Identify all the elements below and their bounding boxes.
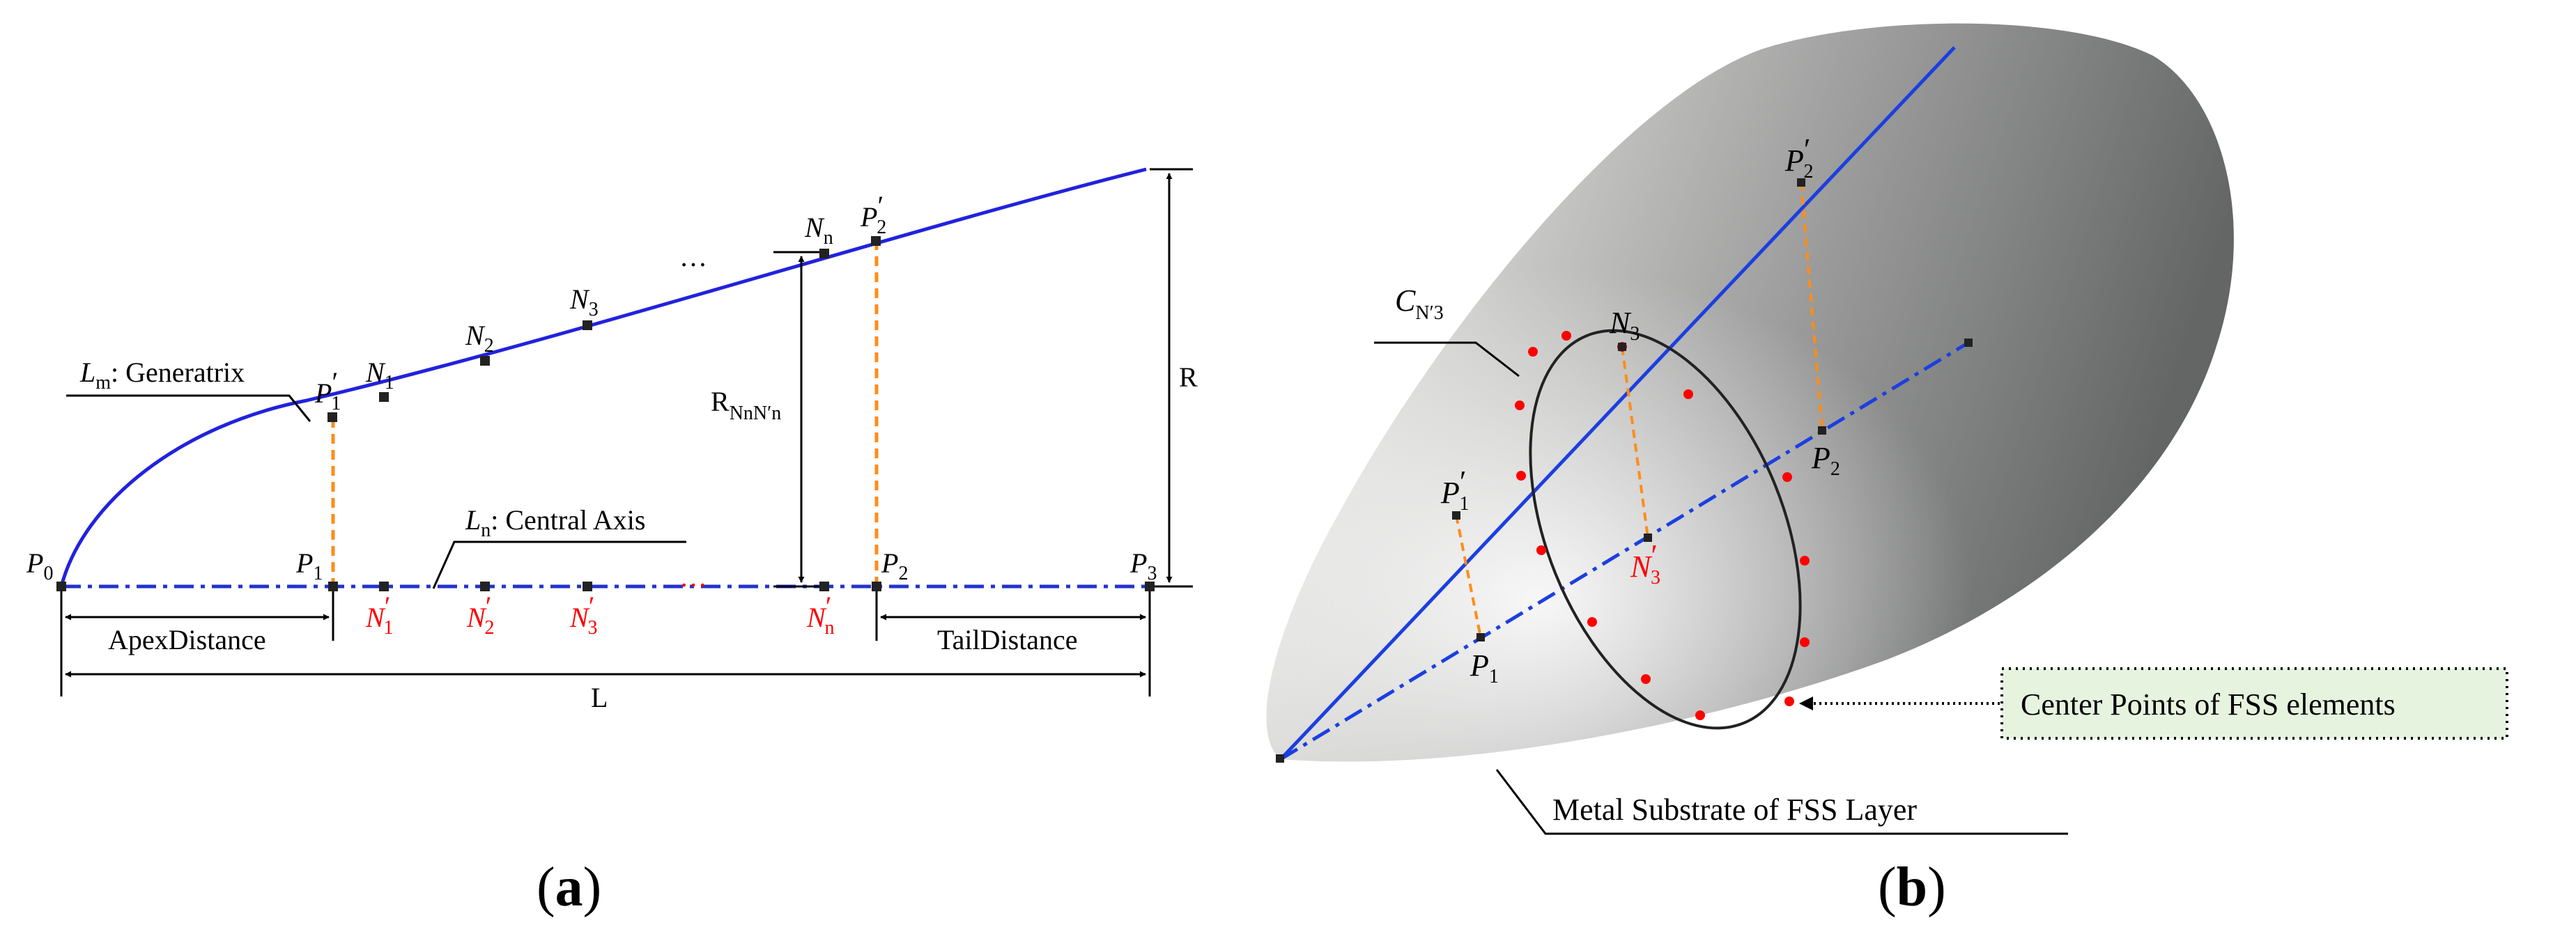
label-nn: Nn xyxy=(804,212,833,249)
circle-leader xyxy=(1374,341,1520,378)
fss-dot xyxy=(1561,331,1571,341)
panel-b: N3 N′3 P′1 P1 P′2 P2 CN′3 Center Points … xyxy=(1266,23,2508,918)
label-p3: P3 xyxy=(1129,547,1157,584)
label-b-n3-prime: N′3 xyxy=(1630,538,1660,589)
label-b-p1: P1 xyxy=(1470,648,1499,687)
rnn-label: RNnN′n xyxy=(711,386,781,424)
marker-p1-prime xyxy=(327,412,337,422)
label-n1-prime: N′1 xyxy=(365,591,393,639)
generatrix-curve xyxy=(59,167,1147,587)
b-projection-n3 xyxy=(1621,346,1649,538)
marker-b-p2-prime xyxy=(1797,178,1805,187)
panel-a: R RNnN′n ApexDistance TailDistance L Lm:… xyxy=(26,167,1198,918)
fss-dot xyxy=(1683,389,1693,399)
label-n2: N2 xyxy=(465,320,494,357)
cone-generatrix-line xyxy=(1279,46,1956,761)
cone-highlight xyxy=(1266,23,2234,762)
marker-b-p1 xyxy=(1476,633,1485,641)
label-p0: P0 xyxy=(26,547,53,584)
fss-circle-c-n3 xyxy=(1529,329,1802,730)
marker-p0 xyxy=(56,582,66,591)
label-ellipsis-upper: … xyxy=(679,241,707,272)
marker-nn xyxy=(819,249,829,258)
fss-dot xyxy=(1641,674,1651,684)
label-b-p2-prime: P′2 xyxy=(1784,132,1814,182)
label-n3-prime: N′3 xyxy=(569,591,597,639)
marker-b-p1-prime xyxy=(1452,511,1460,520)
label-b-p2: P2 xyxy=(1811,441,1840,480)
caption-b: (b) xyxy=(1878,857,1946,918)
label-n1: N1 xyxy=(365,357,394,394)
label-nn-prime: N′n xyxy=(806,591,834,639)
r-label: R xyxy=(1179,361,1198,393)
fss-dot xyxy=(1800,556,1810,566)
marker-n2-prime xyxy=(480,582,490,591)
length-label: L xyxy=(591,682,608,713)
label-n3: N3 xyxy=(569,283,599,320)
marker-p3 xyxy=(1145,582,1155,591)
marker-n2 xyxy=(480,356,490,366)
marker-p2 xyxy=(872,582,881,591)
label-ellipsis-lower: … xyxy=(679,561,707,593)
fss-dot xyxy=(1587,617,1597,627)
label-p2-prime: P′2 xyxy=(860,190,886,238)
fss-dot xyxy=(1536,545,1546,555)
marker-b-n3-prime xyxy=(1644,534,1652,542)
generatrix-label: Lm: Generatrix xyxy=(79,357,245,394)
fss-dot xyxy=(1695,710,1705,720)
central-axis-label: Ln: Central Axis xyxy=(465,504,645,541)
substrate-label: Metal Substrate of FSS Layer xyxy=(1552,793,1917,827)
fss-center-dots xyxy=(1515,331,1810,720)
caption-a: (a) xyxy=(537,857,601,918)
cone-axis-line xyxy=(1279,341,1970,761)
fss-dot xyxy=(1782,472,1792,482)
fss-dot xyxy=(1800,637,1810,647)
fss-dot xyxy=(1784,696,1794,706)
marker-b-n3 xyxy=(1618,343,1626,351)
central-axis-leader xyxy=(432,540,686,589)
marker-b-p2 xyxy=(1818,426,1826,435)
label-circle-c: CN′3 xyxy=(1395,283,1444,324)
label-p1-prime: P′1 xyxy=(314,366,341,414)
generatrix-leader xyxy=(66,394,311,422)
substrate-leader xyxy=(1495,769,2068,835)
label-p1: P1 xyxy=(295,547,323,584)
label-p2: P2 xyxy=(881,547,908,584)
fss-dot xyxy=(1528,347,1538,357)
label-b-n3: N3 xyxy=(1609,306,1640,345)
fss-centers-label: Center Points of FSS elements xyxy=(2021,687,2396,722)
marker-b-apex xyxy=(1276,754,1284,763)
b-projection-p1 xyxy=(1455,515,1482,638)
fss-centers-box xyxy=(2000,667,2508,740)
marker-n3 xyxy=(583,320,592,330)
label-n2-prime: N′2 xyxy=(466,591,494,639)
marker-p1 xyxy=(328,582,338,591)
marker-n1-prime xyxy=(379,582,389,591)
label-b-p1-prime: P′1 xyxy=(1440,465,1470,515)
fss-dot xyxy=(1515,400,1525,410)
marker-n1 xyxy=(379,392,389,402)
tail-distance-label: TailDistance xyxy=(937,624,1078,655)
marker-nn-prime xyxy=(819,582,829,591)
marker-n3-prime xyxy=(583,582,592,591)
apex-distance-label: ApexDistance xyxy=(108,624,266,655)
marker-b-axis-end xyxy=(1964,338,1973,347)
marker-p2-prime xyxy=(871,236,881,246)
fss-dot xyxy=(1516,471,1526,481)
